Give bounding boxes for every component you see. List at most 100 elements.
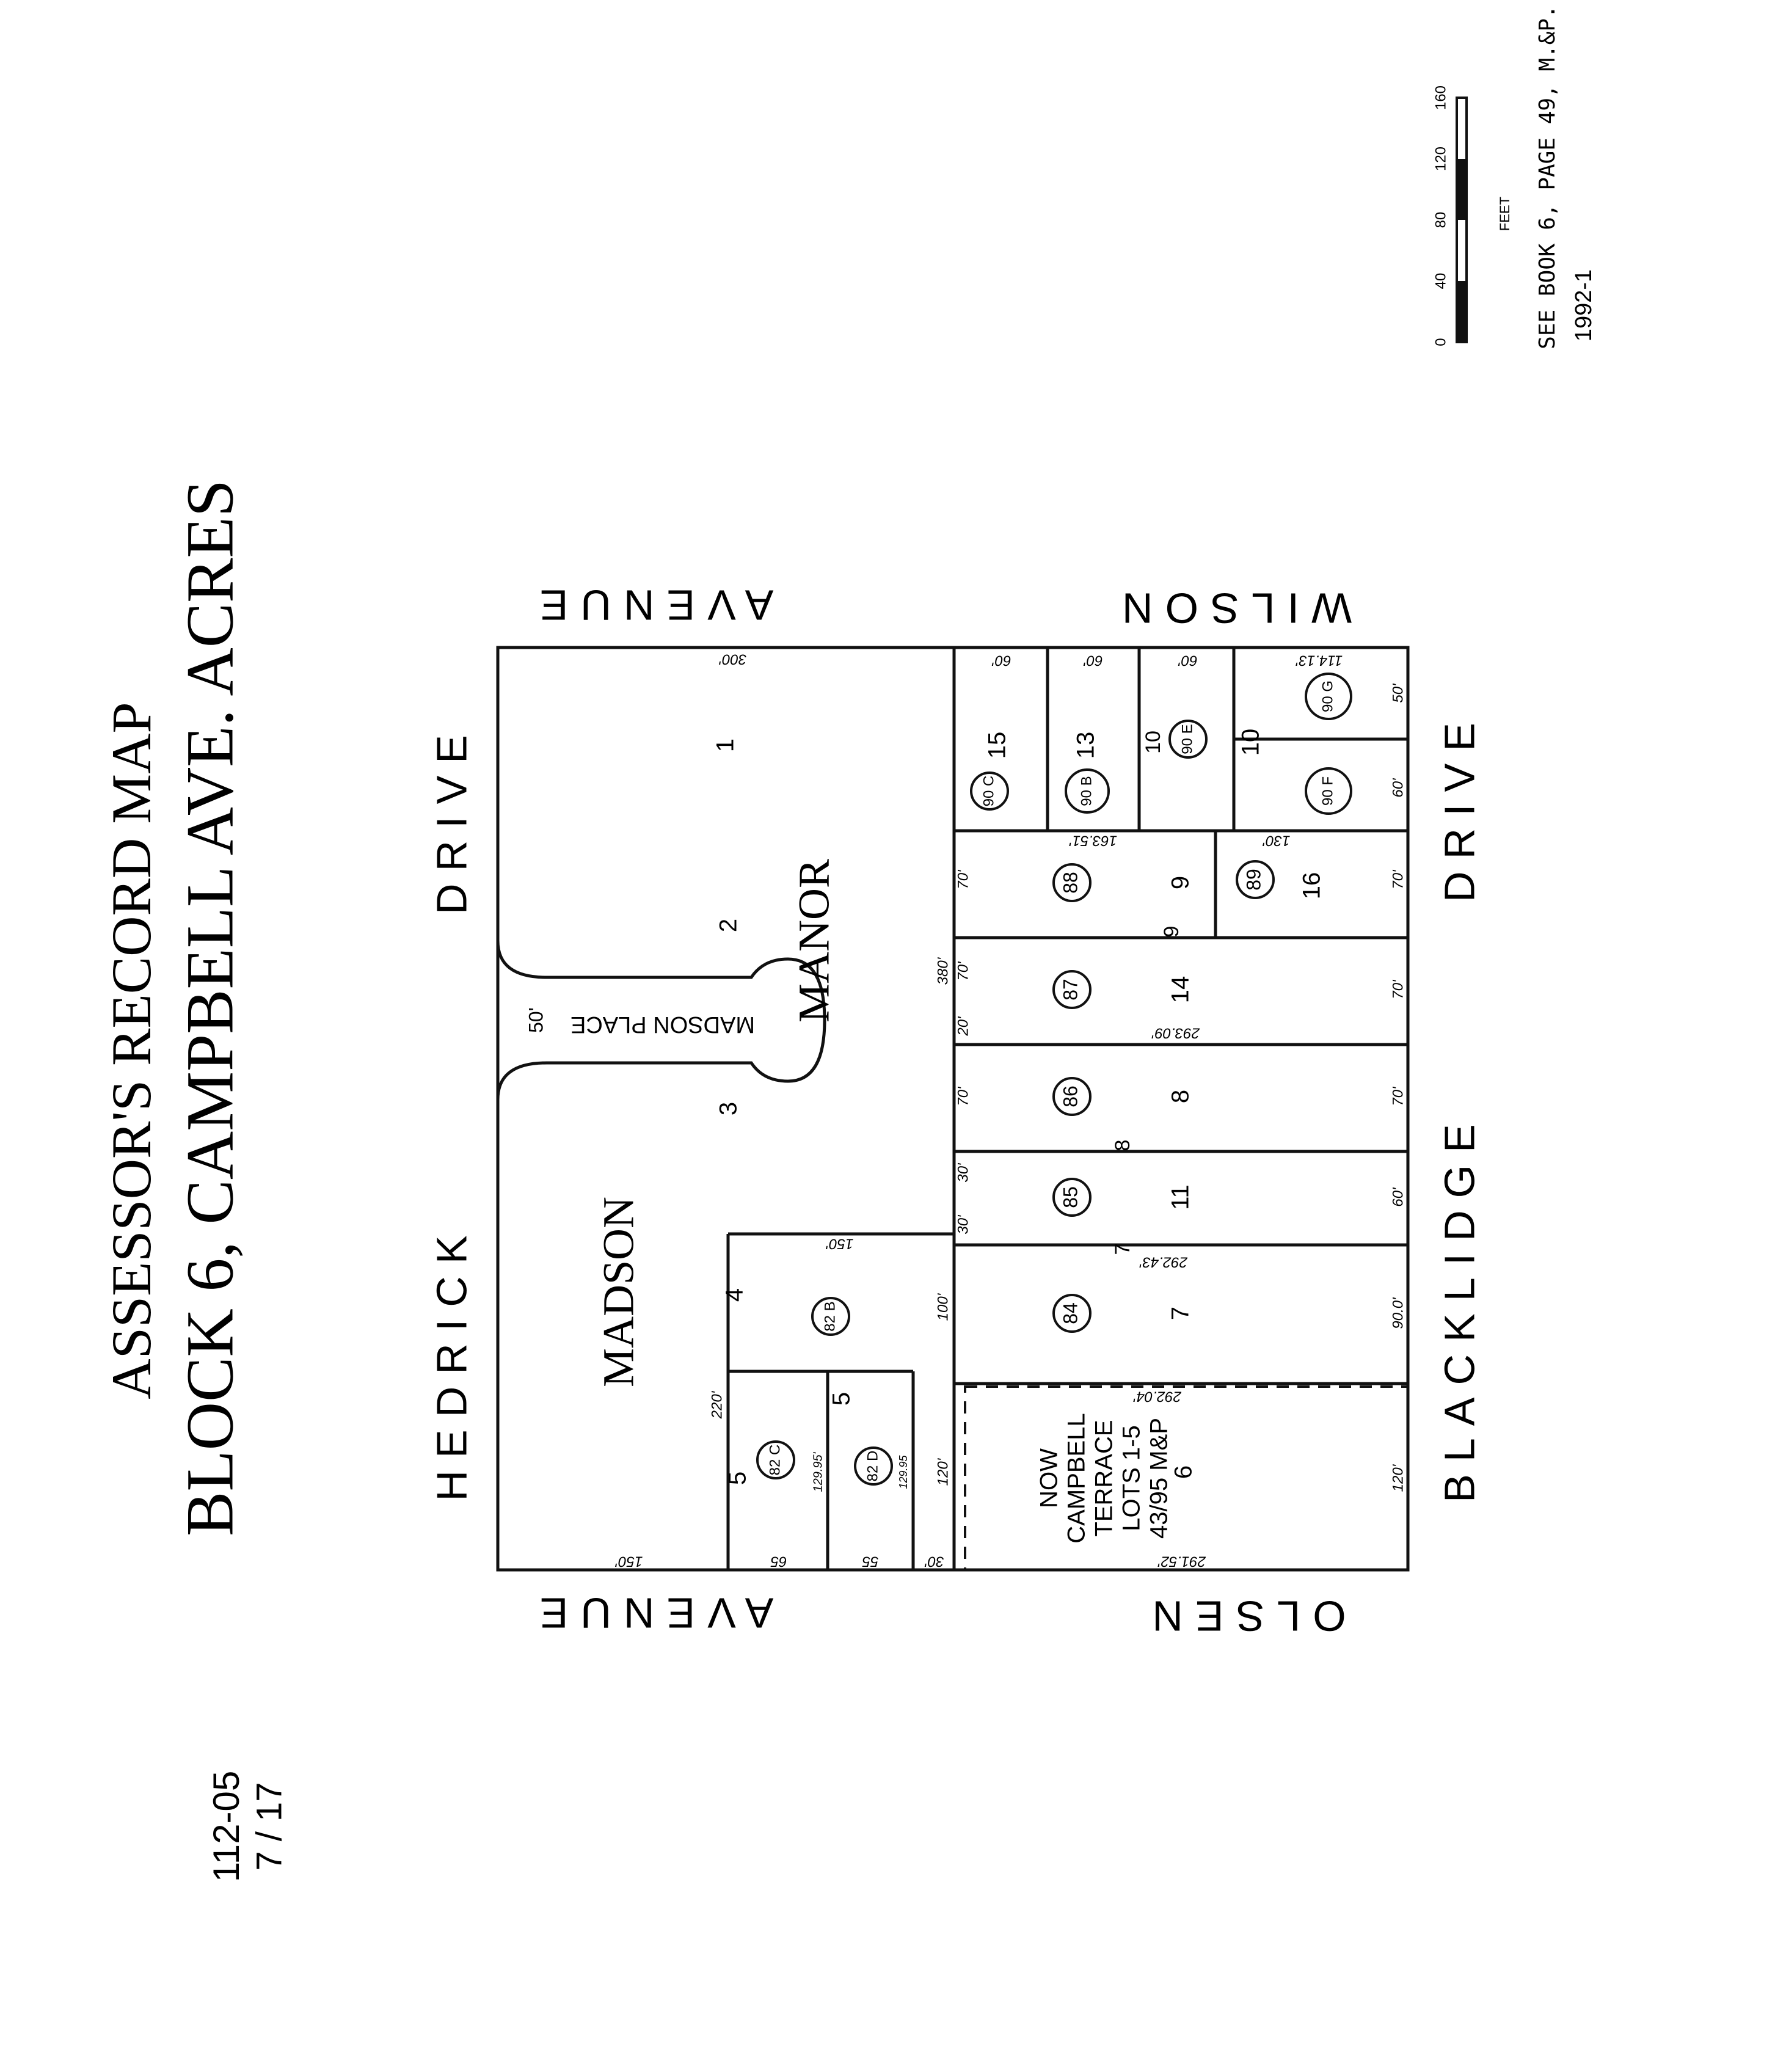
scale-tick: 120 xyxy=(1432,147,1449,171)
dimension: 70' xyxy=(955,961,971,981)
parcel-numbers: 82 B 82 C 82 D 84 85 86 87 88 89 90 C 90… xyxy=(767,680,1336,1481)
lot-number: 11 xyxy=(1167,1184,1194,1210)
dimension: 60' xyxy=(991,652,1011,669)
dimension: 60' xyxy=(1390,778,1406,798)
dimension: 293.09' xyxy=(1151,1025,1200,1041)
terrace-note-line: CAMPBELL xyxy=(1063,1413,1090,1543)
terrace-note-line: TERRACE xyxy=(1091,1420,1118,1536)
parcel-number: 84 xyxy=(1059,1302,1081,1324)
dimension: 150' xyxy=(825,1236,853,1252)
lot-number: 10 xyxy=(1237,729,1264,756)
lot-number: 5 xyxy=(828,1392,855,1406)
dimension: 60' xyxy=(1083,652,1103,669)
parcel-number: 89 xyxy=(1242,869,1264,891)
lot-number: 13 xyxy=(1073,732,1099,759)
lot-number: 3 xyxy=(715,1102,742,1115)
dimensions: 300' 380' 150' 150' 220' 100' 120' 65 55… xyxy=(614,651,1406,1570)
dimension: 20' xyxy=(955,1016,971,1037)
dimension: 292.04' xyxy=(1133,1388,1182,1405)
dimension: 292.43' xyxy=(1139,1254,1188,1271)
lot-number: 9 xyxy=(1167,876,1194,889)
parcel-number: 90 G xyxy=(1319,680,1336,712)
dimension: 150' xyxy=(614,1553,643,1570)
dimension: 291.52' xyxy=(1157,1553,1206,1570)
place-width: 50' xyxy=(525,1007,547,1033)
lot-number: 4 xyxy=(721,1288,748,1302)
reference-note: SEE BOOK 6, PAGE 49, M.&P. xyxy=(1535,5,1560,349)
street-avenue-top: AVENUE xyxy=(528,582,774,629)
street-hedrick: HEDRICK xyxy=(428,1223,475,1501)
lot-number: 1 xyxy=(712,739,739,752)
parcel-number: 86 xyxy=(1059,1085,1081,1107)
parcel-number: 85 xyxy=(1059,1186,1081,1208)
scale-tick: 0 xyxy=(1432,338,1449,346)
dimension: 100' xyxy=(935,1293,951,1321)
dimension: 129.95' xyxy=(811,1451,825,1492)
reference-id: 1992-1 xyxy=(1571,269,1597,341)
subdivision-madson: MADSON xyxy=(594,1197,643,1387)
map-number: 112-05 xyxy=(206,1771,247,1882)
street-madson-place: MADSON PLACE xyxy=(570,1012,755,1037)
parcel-number: 90 F xyxy=(1319,776,1336,806)
parcel-circles xyxy=(756,673,1352,1486)
dimension: 70' xyxy=(1390,979,1406,999)
parcel-number: 82 D xyxy=(864,1451,881,1482)
street-blacklidge-drive: DRIVE xyxy=(1435,710,1483,902)
dimension: 70' xyxy=(955,1086,971,1106)
scale-tick: 40 xyxy=(1432,273,1449,290)
scale-tick: 160 xyxy=(1432,86,1449,110)
dimension: 30' xyxy=(924,1553,944,1570)
dimension: 130' xyxy=(1262,833,1290,849)
subdivision-manor: MANOR xyxy=(790,859,839,1023)
dimension: 60' xyxy=(1390,1187,1406,1207)
parcel-number: 90 E xyxy=(1179,724,1195,754)
scale-tick: 80 xyxy=(1432,212,1449,228)
lot-number: 15 xyxy=(984,732,1011,759)
dimension: 70' xyxy=(955,869,971,889)
dimension: 55 xyxy=(862,1553,878,1570)
dimension: 60' xyxy=(1178,652,1198,669)
map-title: ASSESSOR'S RECORD MAP xyxy=(100,702,162,1399)
parcel-number: 82 B xyxy=(822,1301,838,1331)
street-wilson: WILSON xyxy=(1110,585,1352,632)
parcel-number: 87 xyxy=(1059,979,1081,1001)
dimension: 30' xyxy=(955,1162,971,1183)
dimension: 114.13' xyxy=(1295,652,1343,669)
parcel-number: 88 xyxy=(1059,872,1081,894)
lot-number: 7 xyxy=(1111,1244,1134,1255)
dimension: 220' xyxy=(709,1390,725,1419)
lot-number: 9 xyxy=(1160,926,1183,938)
parcel-lines xyxy=(496,646,1410,1572)
parcel-number: 82 C xyxy=(767,1445,783,1476)
lot-number: 6 xyxy=(1170,1465,1197,1479)
dimension: 380' xyxy=(935,957,951,985)
dimension: 70' xyxy=(1390,1086,1406,1106)
madson-place-cul-de-sac xyxy=(496,940,826,1100)
dimension: 120' xyxy=(935,1457,951,1486)
dimension: 300' xyxy=(718,651,746,668)
parcel-number: 90 B xyxy=(1078,776,1095,806)
dimension: 70' xyxy=(1390,869,1406,889)
terrace-note-line: 43/95 M&P xyxy=(1146,1418,1173,1539)
street-hedrick-drive: DRIVE xyxy=(428,723,475,914)
lot-number: 8 xyxy=(1167,1090,1194,1103)
parcel-number: 90 C xyxy=(980,776,997,807)
dimension: 90.0' xyxy=(1390,1297,1406,1329)
dimension: 129.95 xyxy=(897,1454,909,1489)
lot-number: 2 xyxy=(715,919,742,932)
dimension: 120' xyxy=(1390,1464,1406,1492)
street-blacklidge: BLACKLIDGE xyxy=(1435,1112,1483,1503)
map-date: 7 / 17 xyxy=(249,1782,289,1870)
street-olsen: OLSEN xyxy=(1140,1592,1346,1640)
lot-number: 16 xyxy=(1299,872,1325,900)
terrace-note-line: LOTS 1-5 xyxy=(1118,1425,1145,1531)
dimension: 30' xyxy=(955,1214,971,1235)
scale-bar xyxy=(1456,97,1468,343)
dimension: 163.51' xyxy=(1069,833,1117,849)
dimension: 50' xyxy=(1390,683,1406,703)
lot-number: 10 xyxy=(1142,731,1165,754)
block-title: BLOCK 6, CAMPBELL AVE. ACRES xyxy=(172,480,247,1536)
scale-unit: FEET xyxy=(1497,197,1512,231)
street-avenue-bottom: AVENUE xyxy=(528,1589,774,1637)
